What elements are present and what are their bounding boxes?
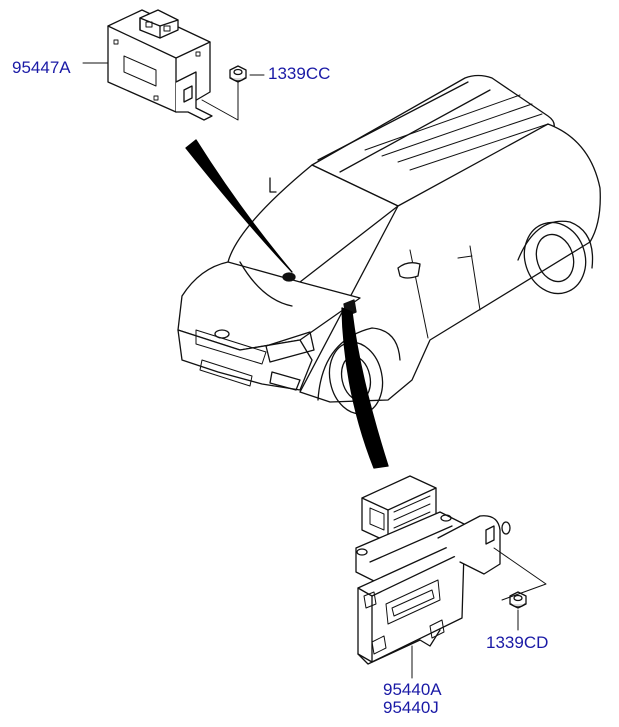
control-module-icon: [107, 9, 213, 121]
part-label-1339cd[interactable]: 1339CD: [486, 633, 549, 652]
part-label-1339cc[interactable]: 1339CC: [268, 64, 331, 83]
vehicle-illustration-icon: [177, 74, 601, 415]
pointer-arrow-icon: [185, 139, 293, 273]
ecu-bracket-icon: [355, 475, 511, 665]
pointer-arrow-icon: [341, 307, 389, 469]
part-label-95440a[interactable]: 95440A: [383, 680, 442, 699]
part-label-95440j[interactable]: 95440J: [383, 698, 439, 717]
part-label-95447a[interactable]: 95447A: [12, 58, 71, 77]
nut-icon: [229, 65, 247, 83]
